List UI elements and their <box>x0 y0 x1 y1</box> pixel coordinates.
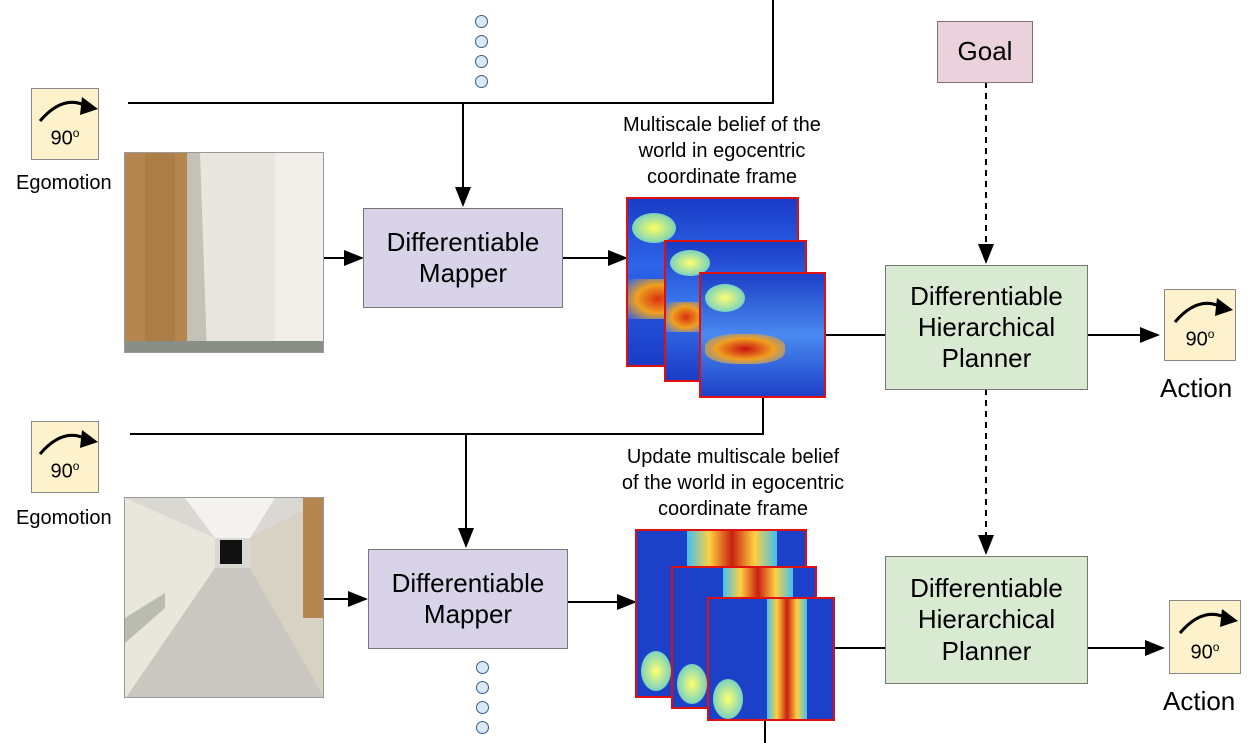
egomotion-box-bottom: 90o <box>31 421 99 493</box>
belief-caption-bottom: Update multiscale belief of the world in… <box>621 446 845 520</box>
egomotion-angle: 90o <box>50 126 80 150</box>
action-angle: 90o <box>1185 327 1215 351</box>
egomotion-box-top: 90o <box>31 88 99 160</box>
action-box-top: 90o <box>1164 289 1236 361</box>
egomotion-label-top: Egomotion <box>16 172 112 194</box>
egomotion-label-bottom: Egomotion <box>16 507 112 529</box>
egomotion-angle: 90o <box>50 459 80 483</box>
action-label-top: Action <box>1160 373 1233 403</box>
belief-map-bottom-3 <box>707 597 835 721</box>
goal-box: Goal <box>937 21 1033 83</box>
belief-map-top-3 <box>699 272 826 398</box>
action-box-bottom: 90o <box>1169 600 1241 674</box>
recurrent-line-top <box>128 0 774 104</box>
observation-image-top <box>124 152 324 353</box>
action-angle: 90o <box>1190 640 1220 664</box>
rotate-arrow-icon <box>38 97 98 122</box>
belief-caption-top: Multiscale belief of the world in egocen… <box>623 114 821 188</box>
recurrent-line-bottom <box>130 397 764 435</box>
rotate-arrow-icon <box>1178 609 1238 634</box>
rotate-arrow-icon <box>38 430 98 455</box>
rotate-arrow-icon <box>1173 298 1233 323</box>
action-label-bottom: Action <box>1163 686 1236 716</box>
observation-image-bottom <box>124 497 324 698</box>
